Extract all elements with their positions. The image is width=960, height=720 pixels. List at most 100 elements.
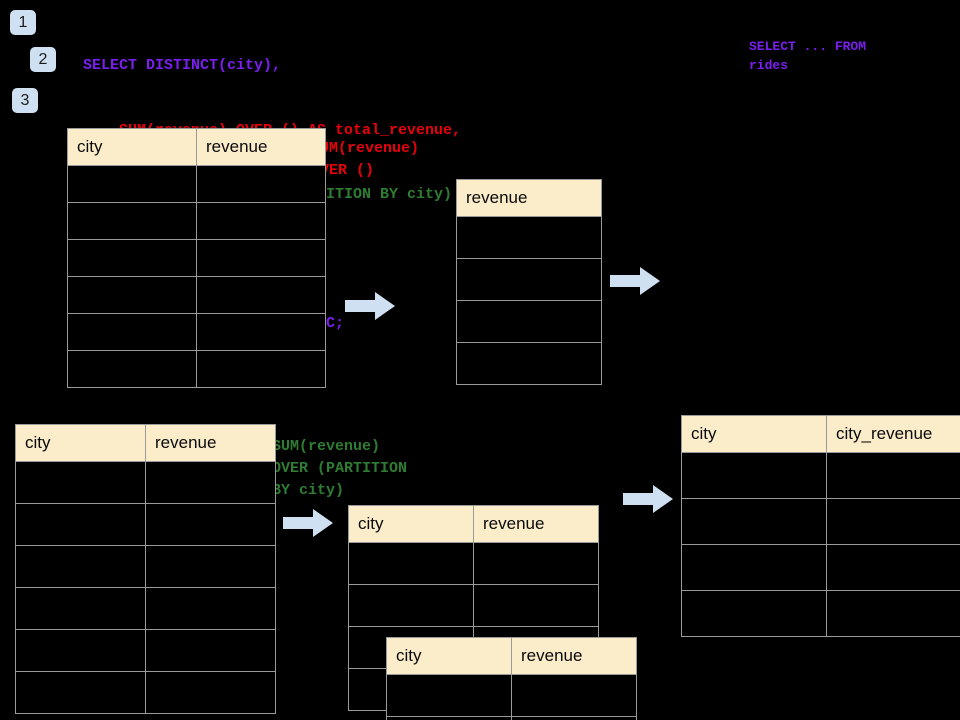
table-cell [196, 202, 326, 240]
arrow-total-to-result [610, 267, 660, 295]
table-cell [473, 542, 599, 585]
annotation-sum-over-empty: SUM(revenue) OVER () [311, 140, 420, 179]
step-badge-1-label: 1 [18, 13, 28, 31]
table-row [67, 165, 326, 203]
column-header-revenue: revenue [456, 179, 602, 217]
step-badge-2: 2 [30, 47, 56, 72]
table-row [681, 590, 960, 637]
table-row [67, 276, 326, 314]
table-cell [456, 300, 602, 343]
table-cell [826, 498, 960, 545]
table-cell [456, 258, 602, 301]
table-row [15, 671, 276, 714]
table-total-revenue: revenue [456, 179, 602, 385]
column-header-city: city [386, 637, 512, 675]
table-cell [456, 342, 602, 385]
table-row [456, 300, 602, 343]
table-cell [15, 545, 146, 588]
table-row [348, 542, 599, 585]
table-cell [196, 350, 326, 388]
table-cell [681, 452, 827, 499]
column-header-revenue: revenue [145, 424, 276, 462]
table-cell [15, 461, 146, 504]
annotation-sum-over-partition: SUM(revenue) OVER (PARTITION BY city) [272, 438, 408, 499]
table-row [15, 461, 276, 504]
column-header-city: city [681, 415, 827, 453]
table-row [456, 216, 602, 259]
table-row [456, 258, 602, 301]
table-cell [15, 629, 146, 672]
table-rides-source-top: city revenue [67, 128, 326, 388]
table-cell [826, 544, 960, 591]
table-cell [145, 671, 276, 714]
table-cell [145, 587, 276, 630]
table-cell [196, 239, 326, 277]
step-badge-1: 1 [10, 10, 36, 35]
table-city-revenue-result: city city_revenue [681, 415, 960, 637]
table-cell [681, 590, 827, 637]
table-partition-group-a: city revenue [348, 505, 599, 711]
column-header-city: city [348, 505, 474, 543]
table-row [386, 674, 637, 717]
table-cell [145, 545, 276, 588]
table-cell [826, 590, 960, 637]
table-cell [473, 584, 599, 627]
table-row [67, 239, 326, 277]
table-cell [511, 674, 637, 717]
table-row [67, 350, 326, 388]
table-header-row: city city_revenue [681, 415, 960, 453]
table-cell [196, 276, 326, 314]
table-row [67, 313, 326, 351]
table-header-row: city revenue [15, 424, 276, 462]
column-header-revenue: revenue [511, 637, 637, 675]
table-cell [67, 239, 197, 277]
table-cell [826, 452, 960, 499]
table-partition-group-b: city revenue [386, 637, 637, 720]
table-row [15, 545, 276, 588]
annotation-select-from: SELECT ... FROM rides [749, 39, 867, 73]
step-badge-2-label: 2 [38, 50, 48, 68]
table-header-row: city revenue [348, 505, 599, 543]
table-cell [196, 165, 326, 203]
table-cell [67, 276, 197, 314]
table-cell [67, 350, 197, 388]
step-badge-3: 3 [12, 88, 38, 113]
arrow-source-to-partition [283, 509, 333, 537]
table-row [681, 544, 960, 591]
column-header-city-revenue: city_revenue [826, 415, 960, 453]
table-header-row: city revenue [386, 637, 637, 675]
table-cell [145, 629, 276, 672]
table-row [681, 498, 960, 545]
table-rides-source-bottom: city revenue [15, 424, 276, 714]
table-row [348, 584, 599, 627]
table-cell [145, 461, 276, 504]
table-cell [386, 716, 512, 720]
table-row [386, 716, 637, 720]
table-cell [511, 716, 637, 720]
table-cell [386, 674, 512, 717]
table-cell [456, 216, 602, 259]
column-header-revenue: revenue [473, 505, 599, 543]
table-row [15, 587, 276, 630]
column-header-city: city [67, 128, 197, 166]
table-cell [67, 313, 197, 351]
table-cell [681, 544, 827, 591]
table-row [67, 202, 326, 240]
table-row [456, 342, 602, 385]
table-cell [15, 587, 146, 630]
table-cell [15, 503, 146, 546]
table-cell [348, 542, 474, 585]
arrow-partition-to-result [623, 485, 673, 513]
column-header-city: city [15, 424, 146, 462]
table-header-row: revenue [456, 179, 602, 217]
table-row [681, 452, 960, 499]
step-badge-3-label: 3 [20, 91, 30, 109]
table-header-row: city revenue [67, 128, 326, 166]
table-cell [681, 498, 827, 545]
table-cell [196, 313, 326, 351]
table-row [15, 503, 276, 546]
column-header-revenue: revenue [196, 128, 326, 166]
table-row [15, 629, 276, 672]
table-cell [145, 503, 276, 546]
